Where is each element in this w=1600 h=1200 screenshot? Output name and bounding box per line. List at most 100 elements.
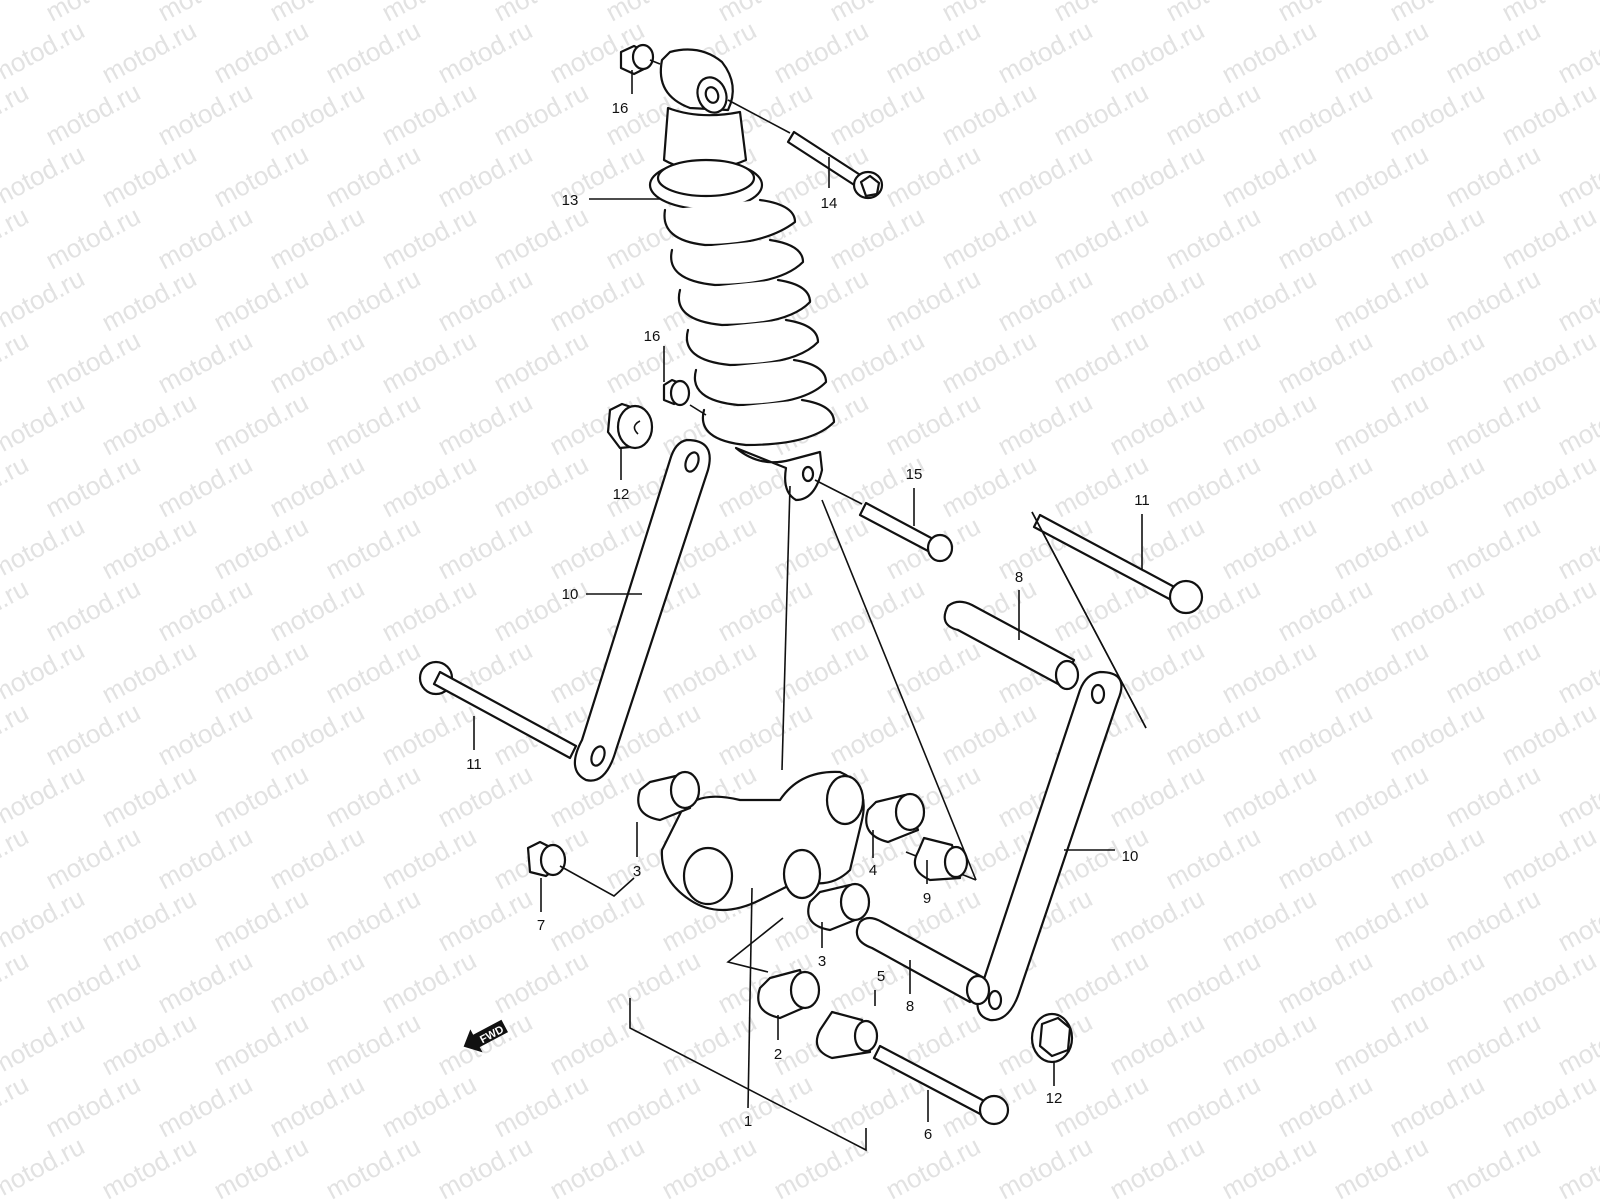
watermark-text: motod.ru: [1105, 139, 1210, 214]
watermark-text: motod.ru: [97, 139, 202, 214]
watermark-text: motod.ru: [1217, 387, 1322, 462]
watermark-text: motod.ru: [937, 201, 1042, 276]
callout-13: 13: [562, 192, 579, 209]
watermark-text: motod.ru: [1273, 1069, 1378, 1144]
watermark-text: motod.ru: [825, 0, 930, 27]
callout-2: 2: [774, 1046, 782, 1063]
callout-10: 10: [1122, 848, 1139, 865]
watermark-text: motod.ru: [265, 697, 370, 772]
watermark-text: motod.ru: [601, 945, 706, 1020]
watermark-text: motod.ru: [1329, 511, 1434, 586]
watermark-text: motod.ru: [433, 511, 538, 586]
watermark-text: motod.ru: [1161, 77, 1266, 152]
watermark-text: motod.ru: [1385, 325, 1490, 400]
watermark-text: motod.ru: [153, 201, 258, 276]
watermark-text: motod.ru: [265, 573, 370, 648]
bearing-2: [757, 968, 821, 1020]
bearing-3-lower: [807, 882, 871, 932]
callout-3: 3: [818, 953, 826, 970]
watermark-text: motod.ru: [1105, 1131, 1210, 1200]
watermark-text: motod.ru: [433, 387, 538, 462]
watermark-text: motod.ru: [881, 1131, 986, 1200]
watermark-text: motod.ru: [209, 511, 314, 586]
watermark-text: motod.ru: [97, 1007, 202, 1082]
watermark-text: motod.ru: [1497, 325, 1600, 400]
watermark-text: motod.ru: [209, 635, 314, 710]
callout-6: 6: [924, 1126, 932, 1143]
watermark-text: motod.ru: [937, 325, 1042, 400]
watermark-text: motod.ru: [1553, 759, 1600, 834]
watermark-text: motod.ru: [1273, 697, 1378, 772]
watermark-text: motod.ru: [0, 0, 33, 27]
watermark-text: motod.ru: [209, 387, 314, 462]
watermark-text: motod.ru: [433, 139, 538, 214]
watermark-text: motod.ru: [0, 1131, 89, 1200]
nut-16-upper: [619, 43, 661, 76]
watermark-text: motod.ru: [489, 573, 594, 648]
watermark-text: motod.ru: [937, 449, 1042, 524]
watermark-text: motod.ru: [321, 511, 426, 586]
nut-16-lower: [662, 378, 707, 416]
watermark-text: motod.ru: [1049, 573, 1154, 648]
watermark-text: motod.ru: [377, 0, 482, 27]
watermark-text: motod.ru: [993, 139, 1098, 214]
watermark-text: motod.ru: [713, 573, 818, 648]
watermark-text: motod.ru: [601, 0, 706, 27]
watermark-text: motod.ru: [1217, 1007, 1322, 1082]
watermark-text: motod.ru: [1553, 511, 1600, 586]
watermark-text: motod.ru: [1161, 201, 1266, 276]
watermark-text: motod.ru: [1105, 263, 1210, 338]
watermark-text: motod.ru: [265, 1069, 370, 1144]
watermark-text: motod.ru: [321, 1131, 426, 1200]
watermark-text: motod.ru: [1217, 1131, 1322, 1200]
watermark-text: motod.ru: [1105, 15, 1210, 90]
watermark-text: motod.ru: [153, 1193, 258, 1200]
watermark-text: motod.ru: [0, 511, 89, 586]
watermark-text: motod.ru: [1497, 1193, 1600, 1200]
watermark-text: motod.ru: [41, 1069, 146, 1144]
watermark-text: motod.ru: [321, 263, 426, 338]
watermark-text: motod.ru: [1161, 945, 1266, 1020]
watermark-text: motod.ru: [41, 449, 146, 524]
watermark-text: motod.ru: [1385, 821, 1490, 896]
watermark-text: motod.ru: [433, 263, 538, 338]
watermark-text: motod.ru: [1553, 635, 1600, 710]
watermark-text: motod.ru: [937, 1193, 1042, 1200]
watermark-text: motod.ru: [769, 1131, 874, 1200]
watermark-text: motod.ru: [1049, 449, 1154, 524]
watermark-text: motod.ru: [41, 573, 146, 648]
watermark-text: motod.ru: [97, 511, 202, 586]
bearing-4: [865, 792, 926, 844]
watermark-text: motod.ru: [881, 635, 986, 710]
watermark-text: motod.ru: [321, 387, 426, 462]
watermark-text: motod.ru: [881, 139, 986, 214]
rod-10-right: [976, 670, 1123, 1022]
watermark-text: motod.ru: [1497, 821, 1600, 896]
watermark-text: motod.ru: [1049, 325, 1154, 400]
spacer-8-lower: [855, 916, 991, 1006]
watermark-text: motod.ru: [713, 1193, 818, 1200]
watermark-text: motod.ru: [1217, 759, 1322, 834]
watermark-text: motod.ru: [265, 325, 370, 400]
watermark-text: motod.ru: [489, 77, 594, 152]
watermark-text: motod.ru: [1273, 1193, 1378, 1200]
watermark-text: motod.ru: [1049, 1069, 1154, 1144]
watermark-text: motod.ru: [97, 1131, 202, 1200]
watermark-text: motod.ru: [1273, 821, 1378, 896]
watermark-text: motod.ru: [153, 1069, 258, 1144]
watermark-text: motod.ru: [1329, 883, 1434, 958]
watermark-text: motod.ru: [1105, 1007, 1210, 1082]
bolt-6: [872, 1044, 1010, 1126]
watermark-text: motod.ru: [1329, 759, 1434, 834]
nut-12-left: [606, 402, 654, 450]
watermark-text: motod.ru: [41, 697, 146, 772]
watermark-text: motod.ru: [0, 945, 33, 1020]
watermark-text: motod.ru: [1217, 511, 1322, 586]
watermark-text: motod.ru: [1049, 201, 1154, 276]
watermark-text: motod.ru: [1497, 1069, 1600, 1144]
watermark-text: motod.ru: [1161, 0, 1266, 27]
watermark-text: motod.ru: [0, 325, 33, 400]
bolt-11-right: [1032, 513, 1204, 615]
watermark-text: motod.ru: [153, 0, 258, 27]
